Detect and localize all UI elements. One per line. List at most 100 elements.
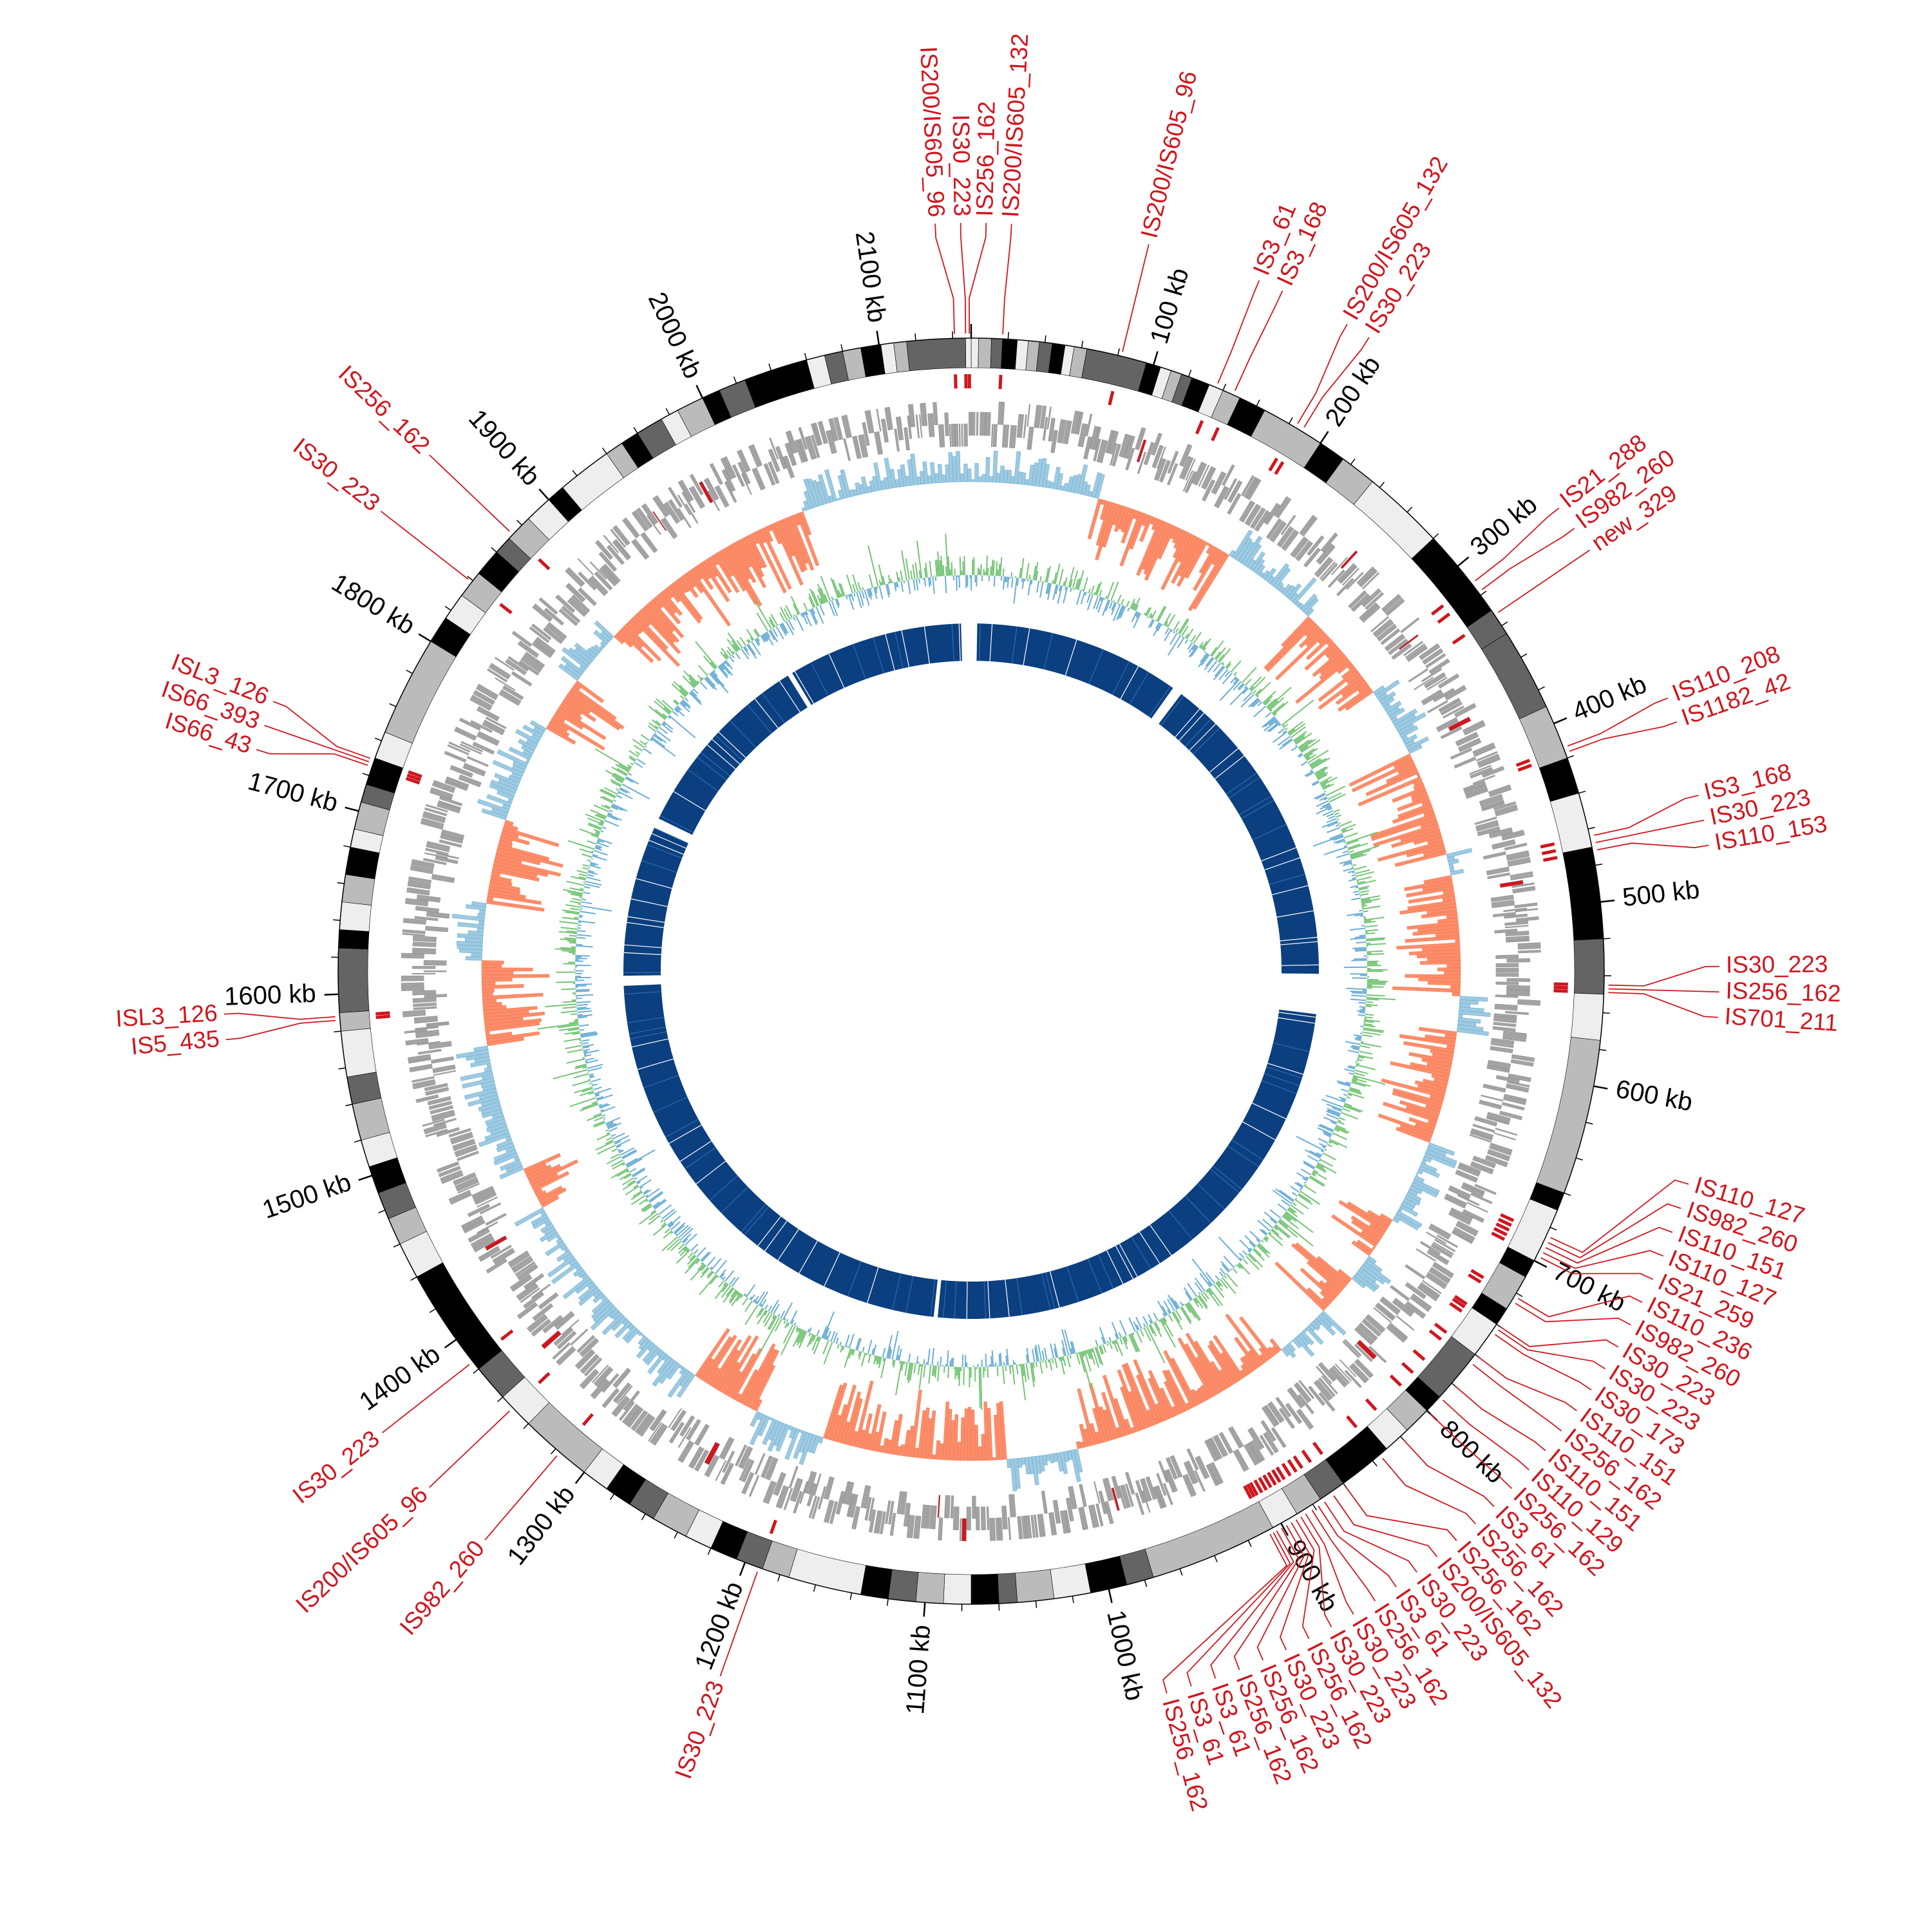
gc-above-mark bbox=[1039, 576, 1042, 582]
gc-below-mark bbox=[1240, 694, 1255, 708]
gene-feature bbox=[1017, 1516, 1023, 1540]
gc-above-mark bbox=[857, 582, 862, 591]
gene-feature bbox=[428, 1101, 453, 1110]
is-element-marker bbox=[582, 1413, 594, 1426]
gc-below-mark bbox=[1265, 712, 1272, 718]
gc-skew-negative-bar bbox=[1396, 1126, 1431, 1143]
gc-skew-negative-bar bbox=[1077, 1388, 1095, 1446]
gene-feature bbox=[1475, 751, 1498, 762]
gc-below-mark bbox=[578, 914, 583, 917]
gc-above-mark bbox=[582, 864, 590, 867]
gc-skew-negative-bar bbox=[481, 960, 504, 965]
ideogram-band bbox=[1001, 338, 1018, 370]
gc-above-mark bbox=[1010, 572, 1013, 578]
gc-skew-negative-bar bbox=[1406, 844, 1445, 858]
gene-feature bbox=[498, 689, 522, 706]
gc-below-mark bbox=[929, 577, 932, 585]
gene-feature bbox=[1278, 1407, 1295, 1429]
gc-skew-negative-bar bbox=[1338, 1200, 1388, 1233]
inner-ring-segment bbox=[938, 1009, 1316, 1320]
major-tick bbox=[418, 633, 431, 642]
gc-below-mark bbox=[1248, 697, 1259, 708]
gc-below-mark bbox=[1021, 578, 1023, 582]
gc-skew-negative-bar bbox=[1455, 938, 1460, 943]
gc-below-mark bbox=[582, 898, 587, 901]
gene-feature bbox=[1435, 717, 1459, 732]
gc-above-mark bbox=[1346, 1096, 1351, 1099]
minor-tick bbox=[362, 773, 370, 776]
gc-above-mark bbox=[565, 1045, 583, 1050]
gc-below-mark bbox=[947, 1350, 949, 1367]
gc-skew-negative-bar bbox=[953, 1414, 959, 1461]
gc-below-mark bbox=[1242, 1250, 1248, 1256]
gc-below-mark bbox=[1282, 738, 1293, 746]
gc-skew-negative-bar bbox=[532, 1171, 570, 1192]
gene-feature bbox=[829, 1501, 838, 1524]
gene-feature bbox=[1506, 958, 1531, 963]
gene-feature bbox=[1432, 1262, 1455, 1279]
gc-below-mark bbox=[587, 874, 594, 877]
gc-above-mark bbox=[1309, 1177, 1325, 1187]
gc-above-mark bbox=[652, 1224, 667, 1236]
gene-feature bbox=[436, 1127, 460, 1137]
gc-above-mark bbox=[1249, 686, 1255, 691]
gene-feature bbox=[1125, 448, 1135, 471]
gc-above-mark bbox=[918, 1364, 923, 1390]
gene-feature bbox=[1474, 1116, 1498, 1127]
gene-feature bbox=[640, 531, 658, 553]
gene-feature bbox=[1361, 572, 1380, 590]
gc-above-mark bbox=[917, 1363, 921, 1376]
gc-skew-negative-bar bbox=[1418, 977, 1461, 982]
gc-below-mark bbox=[654, 732, 656, 734]
gc-below-mark bbox=[1291, 1191, 1298, 1197]
gene-feature bbox=[1037, 1513, 1046, 1537]
gc-skew-positive-bar bbox=[956, 451, 961, 482]
gene-feature bbox=[1361, 1318, 1382, 1337]
gene-feature bbox=[452, 1139, 476, 1151]
gc-below-mark bbox=[1177, 637, 1185, 649]
gc-above-mark bbox=[1226, 663, 1231, 669]
gene-feature bbox=[1170, 1455, 1183, 1478]
gc-skew-negative-bar bbox=[715, 1335, 752, 1391]
gc-skew-negative-bar bbox=[494, 857, 562, 877]
gc-above-mark bbox=[1327, 1144, 1332, 1148]
gene-feature bbox=[1124, 435, 1135, 459]
gc-below-mark bbox=[896, 582, 899, 588]
gc-below-mark bbox=[1269, 718, 1277, 726]
gc-skew-negative-bar bbox=[1406, 886, 1454, 898]
gene-feature bbox=[1218, 1432, 1233, 1454]
gene-feature bbox=[516, 1302, 538, 1320]
gc-below-mark bbox=[1224, 670, 1231, 677]
gc-above-mark bbox=[1069, 579, 1073, 588]
is-label-connector bbox=[1472, 1364, 1562, 1432]
gc-above-mark bbox=[1069, 1354, 1072, 1359]
gc-skew-positive-bar bbox=[942, 474, 947, 483]
minor-tick bbox=[1372, 1460, 1378, 1467]
gene-feature bbox=[1504, 913, 1528, 919]
gc-above-mark bbox=[1081, 589, 1084, 591]
gene-feature bbox=[1502, 1094, 1527, 1105]
minor-tick bbox=[1516, 1293, 1523, 1298]
gene-feature bbox=[1477, 753, 1501, 768]
is-element-marker bbox=[500, 1329, 514, 1341]
gc-above-mark bbox=[1356, 1064, 1376, 1070]
gene-feature bbox=[1027, 426, 1034, 450]
gene-feature bbox=[921, 1504, 928, 1529]
gc-above-mark bbox=[589, 1082, 592, 1084]
gc-above-mark bbox=[545, 1003, 577, 1008]
gc-skew-negative-bar bbox=[491, 867, 540, 882]
gc-below-mark bbox=[923, 578, 927, 587]
gene-feature bbox=[1198, 464, 1210, 487]
gene-feature bbox=[636, 507, 653, 529]
gene-feature bbox=[1340, 550, 1358, 569]
gc-below-mark bbox=[1348, 878, 1357, 882]
gene-feature bbox=[1419, 643, 1441, 661]
gc-below-mark bbox=[581, 1039, 590, 1042]
gene-feature bbox=[470, 720, 493, 734]
gene-feature bbox=[520, 1287, 540, 1303]
gene-feature bbox=[1001, 424, 1010, 448]
gene-feature bbox=[1510, 871, 1533, 878]
gc-above-mark bbox=[679, 695, 685, 699]
gene-feature bbox=[518, 659, 540, 676]
gc-below-mark bbox=[585, 1057, 595, 1061]
